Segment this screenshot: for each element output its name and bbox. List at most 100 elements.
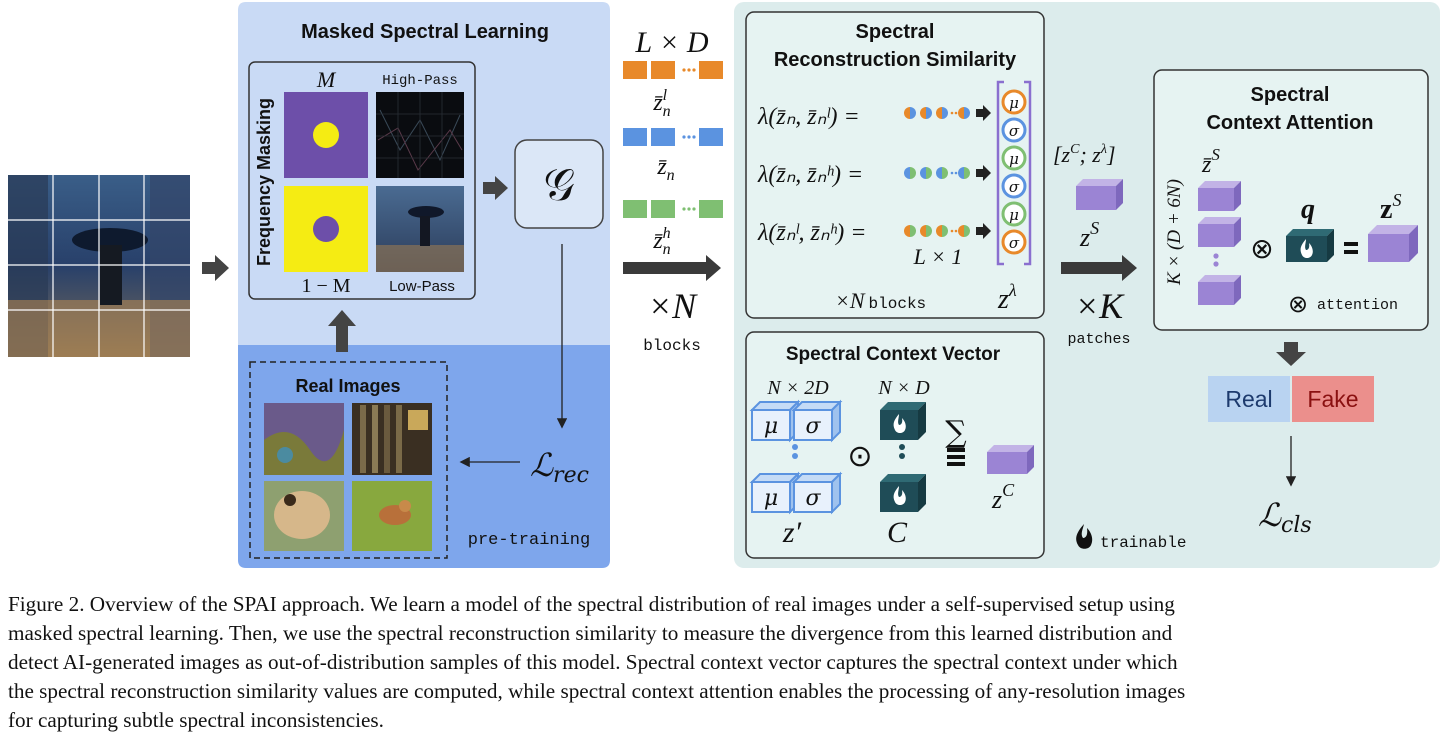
srs-eq-3: λ(z̄ₙˡ, z̄ₙʰ) =	[757, 220, 866, 246]
n-times-d-label: N × D	[877, 377, 930, 399]
z-prime-label: z′	[782, 516, 802, 549]
q-label: q	[1301, 194, 1315, 225]
fake-label: Fake	[1307, 386, 1358, 412]
output-zs-cube	[1368, 225, 1418, 262]
arrow-mask-to-generator	[483, 176, 508, 200]
patches-label: patches	[1067, 331, 1130, 348]
otimes-operator: ⊗	[1250, 232, 1273, 265]
high-pass-image	[376, 92, 464, 178]
z-prime-sigma-bottom: σ	[805, 486, 821, 511]
q-cube	[1286, 229, 1334, 262]
mu-glyph-2: μ	[1009, 150, 1019, 168]
srs-dots-row-1	[904, 105, 991, 121]
z-prime-sigma-top: σ	[805, 414, 821, 439]
sigma-glyph-3: σ	[1009, 234, 1020, 252]
feature-zl-label: z̄nl	[652, 87, 670, 120]
real-label: Real	[1225, 386, 1272, 412]
caption-line-4: the spectral reconstruction similarity v…	[8, 679, 1186, 703]
arrow-sca-to-output	[1276, 342, 1306, 366]
equals-bar-middle	[947, 455, 965, 459]
arrow-zs-to-sca	[1061, 255, 1137, 281]
generator-symbol: 𝒢	[543, 160, 574, 211]
trainable-flame-icon	[1076, 524, 1093, 549]
times-n-label: ×N	[648, 286, 698, 326]
srs-title-line1: Spectral	[856, 21, 935, 43]
msl-title: Masked Spectral Learning	[301, 21, 549, 43]
sca-zs-label: z̄S	[1201, 145, 1220, 178]
mask-one-minus-m-label: 1 − M	[301, 275, 350, 297]
frequency-masking-label: Frequency Masking	[254, 98, 274, 266]
c-label: C	[887, 516, 908, 549]
times-k-label: ×K	[1075, 286, 1125, 326]
sum-operator: ∑	[945, 415, 967, 450]
arrow-images-to-masking	[328, 310, 356, 352]
feature-z-label: z̄n	[656, 154, 674, 184]
srs-dots-row-2	[904, 165, 991, 181]
concat-label: [zC; zλ]	[1053, 142, 1116, 167]
sca-equals-bottom	[1344, 250, 1358, 254]
zs-label: zS	[1079, 218, 1099, 252]
low-pass-image	[376, 186, 464, 272]
high-pass-label: High-Pass	[382, 73, 458, 89]
feature-row-high	[623, 200, 723, 218]
bold-zs-label: zS	[1380, 190, 1401, 225]
l-times-1-label: L × 1	[913, 244, 963, 269]
mu-glyph-3: μ	[1009, 206, 1019, 224]
loss-cls: ℒcls	[1258, 496, 1312, 538]
odot-operator: ⊙	[847, 439, 872, 474]
sca-title-line1: Spectral	[1251, 84, 1330, 106]
attention-otimes-icon: ⊗	[1288, 290, 1308, 318]
equals-bar-bottom	[947, 462, 965, 466]
feature-row-low	[623, 61, 723, 79]
generator-box	[514, 139, 604, 229]
method-overview-diagram: Masked Spectral Learning Frequency Maski…	[8, 2, 1440, 568]
srs-title-line2: Reconstruction Similarity	[774, 49, 1017, 71]
z-prime-matrix	[749, 399, 843, 515]
feature-zh-label: z̄nh	[652, 225, 670, 258]
pretraining-label: pre-training	[468, 531, 590, 550]
srs-dots-row-3	[904, 223, 991, 239]
equals-bar-top	[947, 448, 965, 452]
real-image-2	[352, 403, 432, 475]
sigma-glyph-2: σ	[1009, 178, 1020, 196]
loss-rec: ℒrec	[530, 446, 589, 488]
real-label-box	[1208, 376, 1290, 422]
real-image-1	[264, 403, 344, 475]
real-image-4	[352, 481, 432, 551]
mask-m-label: M	[316, 67, 337, 92]
arrow-input-to-msl	[202, 255, 229, 281]
zs-cube	[1076, 179, 1123, 210]
l-times-d-label: L × D	[634, 26, 708, 59]
sca-title-line2: Context Attention	[1206, 112, 1373, 134]
z-lambda-vector	[996, 80, 1032, 266]
sca-zs-stack	[1198, 181, 1241, 305]
srs-eq-2: λ(z̄ₙ, z̄ₙʰ) =	[757, 162, 863, 188]
caption-line-5: for capturing subtle spectral inconsiste…	[8, 708, 384, 732]
real-image-3	[264, 481, 344, 551]
srs-box	[745, 11, 1045, 319]
arrow-features-to-srs	[623, 255, 721, 281]
sca-box	[1153, 69, 1429, 331]
k-dimension-label: K × (D + 6N)	[1164, 179, 1185, 286]
zc-cube	[987, 445, 1034, 474]
caption-line-2: masked spectral learning. Then, we use t…	[8, 621, 1173, 645]
real-images-title: Real Images	[295, 376, 400, 396]
input-image	[8, 175, 190, 357]
sigma-glyph-1: σ	[1009, 122, 1020, 140]
low-pass-label: Low-Pass	[389, 278, 455, 295]
scv-title: Spectral Context Vector	[786, 344, 1001, 365]
srs-eq-1: λ(z̄ₙ, z̄ₙˡ) =	[757, 104, 860, 130]
attention-label: attention	[1317, 297, 1398, 314]
sca-equals-top	[1344, 242, 1358, 246]
c-matrix	[880, 402, 926, 512]
trainable-label: trainable	[1100, 534, 1186, 552]
mu-glyph-1: μ	[1009, 94, 1019, 112]
feature-row-full	[623, 128, 723, 146]
blocks-label: blocks	[643, 337, 701, 355]
caption-line-3: detect AI-generated images as out-of-dis…	[8, 650, 1178, 674]
z-prime-mu-top: μ	[764, 414, 778, 439]
caption-line-1: Figure 2. Overview of the SPAI approach.…	[8, 592, 1175, 616]
fake-label-box	[1292, 376, 1374, 422]
z-lambda-label: zλ	[997, 280, 1017, 315]
